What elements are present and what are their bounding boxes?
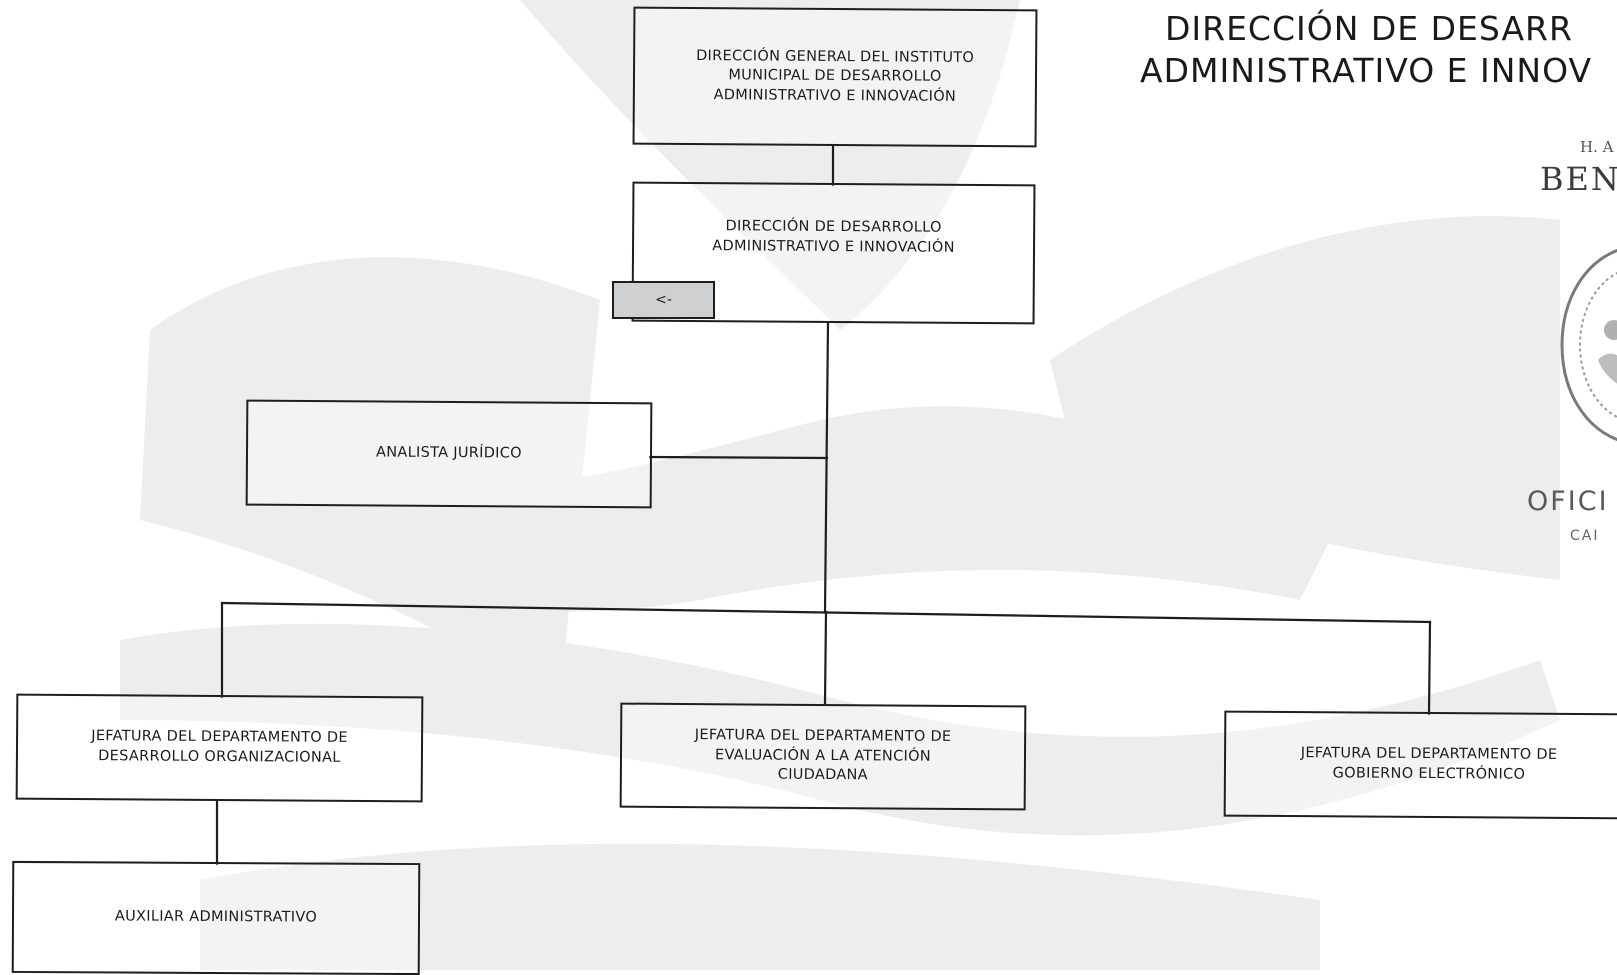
logo-top-text: H. A <box>1580 138 1614 156</box>
page-title: DIRECCIÓN DE DESARR ADMINISTRATIVO E INN… <box>1140 8 1617 92</box>
node-line: GOBIERNO ELECTRÓNICO <box>1332 765 1526 783</box>
node-auxiliar-administrativo: AUXILIAR ADMINISTRATIVO <box>11 860 421 975</box>
node-line: ANALISTA JURÍDICO <box>376 444 522 462</box>
connector-to-jefatura-gobierno <box>1427 620 1432 716</box>
node-jefatura-evaluacion: JEFATURA DEL DEPARTAMENTO DE EVALUACIÓN … <box>619 702 1027 811</box>
page-title-line-1: DIRECCIÓN DE DESARR <box>1165 9 1573 48</box>
page-title-line-2: ADMINISTRATIVO E INNOV <box>1140 51 1593 90</box>
node-line: CIUDADANA <box>777 766 868 784</box>
logo-name-text: BEN <box>1540 160 1617 198</box>
node-line: DIRECCIÓN DE DESARROLLO <box>725 218 942 237</box>
logo-caption-text: CAI <box>1570 528 1600 544</box>
node-jefatura-gobierno-electronico: JEFATURA DEL DEPARTAMENTO DE GOBIERNO EL… <box>1223 710 1617 820</box>
node-line: DESARROLLO ORGANIZACIONAL <box>98 748 341 766</box>
logo-oficial-text: OFICI <box>1527 486 1609 517</box>
node-line: JEFATURA DEL DEPARTAMENTO DE <box>91 728 348 747</box>
node-line: DIRECCIÓN GENERAL DEL INSTITUTO <box>696 47 975 66</box>
node-line: JEFATURA DEL DEPARTAMENTO DE <box>1300 745 1558 764</box>
connector-direccion-trunk <box>823 321 830 614</box>
connector-to-jefatura-evaluacion <box>823 610 828 705</box>
node-line: MUNICIPAL DE DESARROLLO <box>728 67 942 85</box>
node-direccion-general: DIRECCIÓN GENERAL DEL INSTITUTO MUNICIPA… <box>632 6 1038 148</box>
node-jefatura-desarrollo-organizacional: JEFATURA DEL DEPARTAMENTO DE DESARROLLO … <box>15 693 424 803</box>
back-button[interactable]: <- <box>612 281 715 319</box>
node-line: ADMINISTRATIVO E INNOVACIÓN <box>712 238 955 256</box>
node-line: EVALUACIÓN A LA ATENCIÓN <box>714 746 932 765</box>
connector-to-analista <box>648 455 829 460</box>
node-analista-juridico: ANALISTA JURÍDICO <box>245 399 653 509</box>
node-line: AUXILIAR ADMINISTRATIVO <box>114 908 318 926</box>
seal-icon <box>1560 248 1617 442</box>
node-line: ADMINISTRATIVO E INNOVACIÓN <box>713 86 957 105</box>
node-line: JEFATURA DEL DEPARTAMENTO DE <box>694 727 952 746</box>
